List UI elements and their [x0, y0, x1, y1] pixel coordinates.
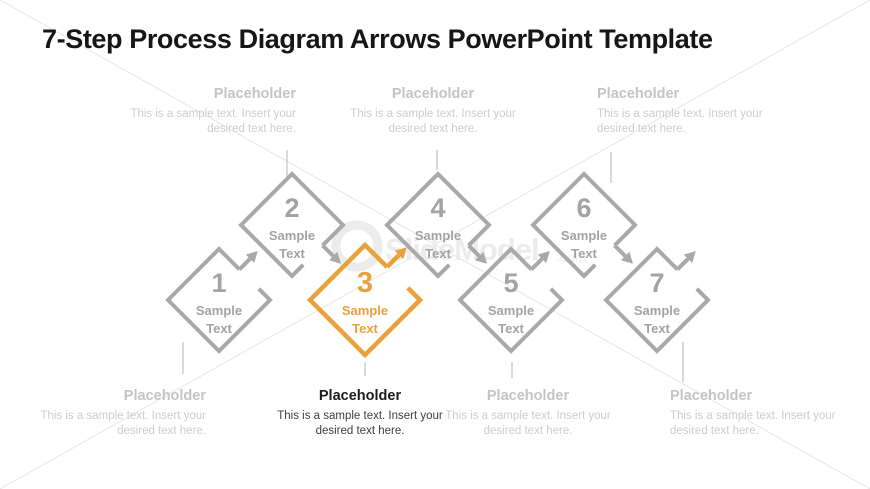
step-arrow-head-icon — [537, 251, 550, 263]
placeholder-heading: Placeholder — [391, 86, 475, 102]
step-label-line2: Text — [498, 321, 524, 336]
placeholder-body: This is a sample text. Insert your desir… — [350, 108, 516, 136]
placeholder-heading: Placeholder — [318, 388, 402, 404]
step-arrow-head-icon — [329, 251, 341, 264]
step-arrow-shaft — [321, 243, 335, 258]
step-arrow-shaft — [613, 243, 627, 258]
step-diamond-outline — [238, 171, 346, 279]
placeholder-body: This is a sample text. Insert your desir… — [597, 108, 763, 136]
placeholder-bottom-2-active[interactable]: Placeholder This is a sample text. Inser… — [274, 388, 446, 439]
step-label-line2: Text — [425, 246, 451, 261]
placeholder-body: This is a sample text. Insert your desir… — [40, 410, 206, 438]
step-arrow-head-icon — [683, 251, 696, 263]
slide-title[interactable]: 7-Step Process Diagram Arrows PowerPoint… — [42, 24, 713, 54]
step-number: 7 — [649, 268, 664, 298]
step-number: 3 — [357, 267, 373, 299]
step-label-line1: Sample — [342, 303, 388, 318]
step-diamond-outline — [306, 241, 424, 359]
step-arrow-shaft — [467, 243, 481, 258]
step-label-line1: Sample — [488, 303, 534, 318]
placeholder-top-1[interactable]: Placeholder This is a sample text. Inser… — [124, 86, 296, 137]
step-number: 6 — [576, 193, 591, 223]
step-label-line1: Sample — [561, 228, 607, 243]
step-arrow-head-icon — [475, 251, 487, 264]
step-label-line1: Sample — [269, 228, 315, 243]
placeholder-body: This is a sample text. Insert your desir… — [670, 410, 836, 438]
step-arrow-shaft — [237, 257, 252, 271]
step-diamond-outline — [457, 246, 565, 354]
placeholder-heading: Placeholder — [213, 86, 296, 102]
step-arrow-head-icon — [394, 247, 407, 260]
step-arrow-head-icon — [245, 251, 258, 263]
step-number: 5 — [503, 268, 518, 298]
step-number: 1 — [211, 268, 226, 298]
step-diamond-outline — [603, 246, 711, 354]
placeholder-top-2[interactable]: Placeholder This is a sample text. Inser… — [347, 86, 519, 137]
step-label-line2: Text — [644, 321, 670, 336]
placeholder-heading: Placeholder — [670, 388, 753, 404]
placeholder-body: This is a sample text. Insert your desir… — [130, 108, 296, 136]
step-label-line2: Text — [279, 246, 305, 261]
placeholder-bottom-3[interactable]: Placeholder This is a sample text. Inser… — [442, 388, 614, 439]
step-label-line1: Sample — [196, 303, 242, 318]
watermark-logo-icon — [331, 220, 383, 272]
step-arrow-shaft — [529, 257, 544, 271]
placeholder-bottom-1[interactable]: Placeholder This is a sample text. Inser… — [34, 388, 206, 439]
step-arrow-shaft — [675, 257, 690, 271]
step-number: 2 — [284, 193, 299, 223]
placeholder-body: This is a sample text. Insert your desir… — [277, 410, 443, 438]
step-number: 4 — [430, 193, 445, 223]
step-arrow-head-icon — [621, 251, 633, 264]
step-diamond-outline — [165, 246, 273, 354]
step-diamond-outline — [384, 171, 492, 279]
step-label-line2: Text — [571, 246, 597, 261]
placeholder-heading: Placeholder — [123, 388, 206, 404]
connector-lines — [182, 150, 684, 382]
placeholder-heading: Placeholder — [597, 86, 680, 102]
step-label-line1: Sample — [415, 228, 461, 243]
step-label-line2: Text — [352, 321, 378, 336]
placeholder-body: This is a sample text. Insert your desir… — [445, 410, 611, 438]
placeholder-heading: Placeholder — [486, 388, 570, 404]
placeholder-top-3[interactable]: Placeholder This is a sample text. Inser… — [597, 86, 769, 137]
step-label-line2: Text — [206, 321, 232, 336]
placeholder-bottom-4[interactable]: Placeholder This is a sample text. Inser… — [670, 388, 842, 439]
watermark-brand-text: SlideModel — [385, 232, 539, 267]
step-label-line1: Sample — [634, 303, 680, 318]
step-arrow-shaft — [385, 253, 401, 269]
step-diamond-outline — [530, 171, 638, 279]
